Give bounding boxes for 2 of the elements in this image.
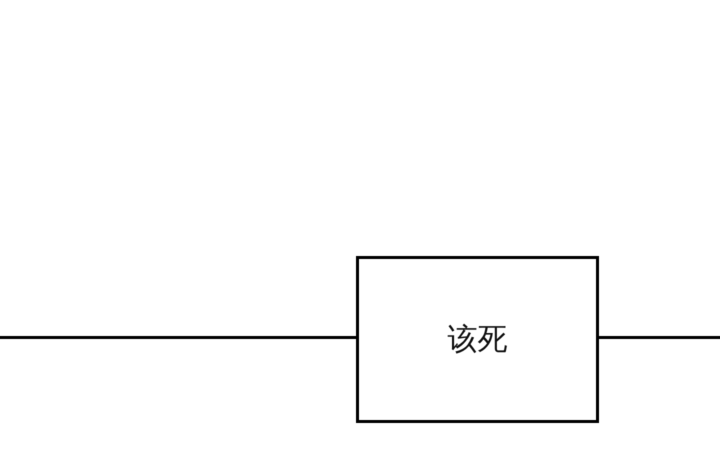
caption-box	[356, 256, 599, 423]
caption-text: 该死	[448, 321, 508, 359]
